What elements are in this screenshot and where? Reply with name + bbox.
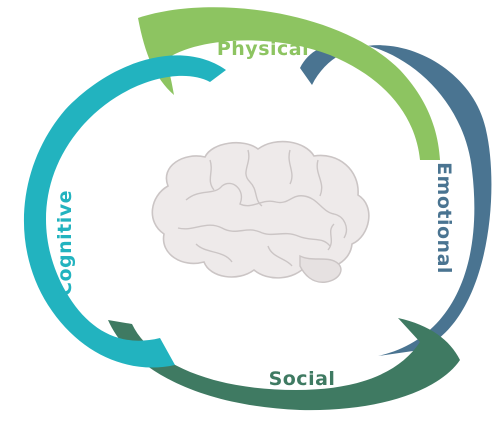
social-arrow — [108, 318, 460, 411]
emotional-label: Emotional — [433, 162, 455, 274]
physical-arrow — [138, 7, 440, 161]
physical-label: Physical — [217, 38, 309, 60]
cognitive-arrow — [23, 55, 227, 368]
cognitive-label: Cognitive — [54, 190, 76, 296]
social-label: Social — [269, 368, 336, 390]
brain-icon — [151, 140, 370, 283]
